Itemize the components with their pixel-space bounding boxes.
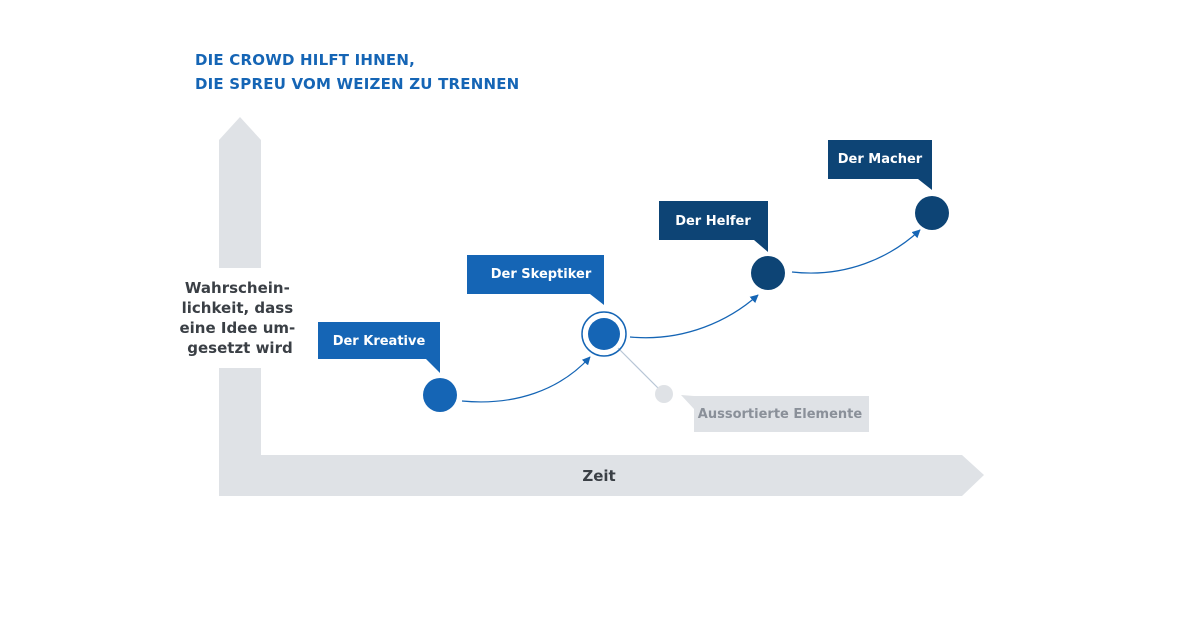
y-axis-lower-body xyxy=(219,368,261,455)
x-axis: Zeit xyxy=(219,455,984,496)
title-line-2: DIE SPREU VOM WEIZEN ZU TRENNEN xyxy=(195,75,520,93)
label-box-kreative xyxy=(318,322,440,373)
y-axis-label-line-3: eine Idee um- xyxy=(179,319,295,337)
node-skeptiker-ring xyxy=(581,311,627,357)
y-axis xyxy=(219,117,261,455)
label-box-macher xyxy=(828,140,932,190)
label-text-skeptiker: Der Skeptiker xyxy=(491,267,592,282)
node-skeptiker xyxy=(588,318,620,350)
node-aussortiert xyxy=(655,385,673,403)
stage-label-macher: Der Macher xyxy=(828,140,932,190)
stage-label-kreative: Der Kreative xyxy=(318,322,440,373)
y-axis-label: Wahrschein- lichkeit, dass eine Idee um-… xyxy=(179,279,300,357)
x-axis-arrow-body xyxy=(219,455,984,496)
progression-arrows xyxy=(461,229,921,403)
y-axis-arrow-body xyxy=(219,117,261,268)
label-box-helfer xyxy=(659,201,768,252)
node-macher xyxy=(915,196,949,230)
diagram-title: DIE CROWD HILFT IHNEN, DIE SPREU VOM WEI… xyxy=(195,48,519,96)
branch-line-to-aussortiert xyxy=(617,347,661,391)
y-axis-label-line-2: lichkeit, dass xyxy=(182,299,294,317)
y-axis-label-line-4: gesetzt wird xyxy=(187,339,292,357)
arrow-skeptiker-to-helfer xyxy=(629,294,759,339)
label-text-macher: Der Macher xyxy=(838,152,923,167)
x-axis-label: Zeit xyxy=(582,467,615,485)
title-line-1: DIE CROWD HILFT IHNEN, xyxy=(195,51,416,69)
arrow-helfer-to-macher xyxy=(791,229,921,274)
label-text-kreative: Der Kreative xyxy=(333,334,426,349)
y-axis-label-line-1: Wahrschein- xyxy=(185,279,290,297)
arrow-kreative-to-skeptiker xyxy=(461,356,591,403)
label-box-skeptiker xyxy=(467,255,604,305)
node-helfer xyxy=(751,256,785,290)
stage-label-skeptiker: Der Skeptiker xyxy=(467,255,604,305)
label-box-aussortiert xyxy=(681,395,869,432)
label-text-aussortiert: Aussortierte Elemente xyxy=(698,407,863,422)
branch-label-aussortiert: Aussortierte Elemente xyxy=(681,395,869,432)
stage-label-helfer: Der Helfer xyxy=(659,201,768,252)
node-kreative xyxy=(423,378,457,412)
stage-nodes xyxy=(423,196,949,412)
label-text-helfer: Der Helfer xyxy=(675,214,751,229)
svg-text:Wahrschein- lichkeit, da: Wahrschein- lichkeit, dass eine Idee um-… xyxy=(179,279,300,357)
